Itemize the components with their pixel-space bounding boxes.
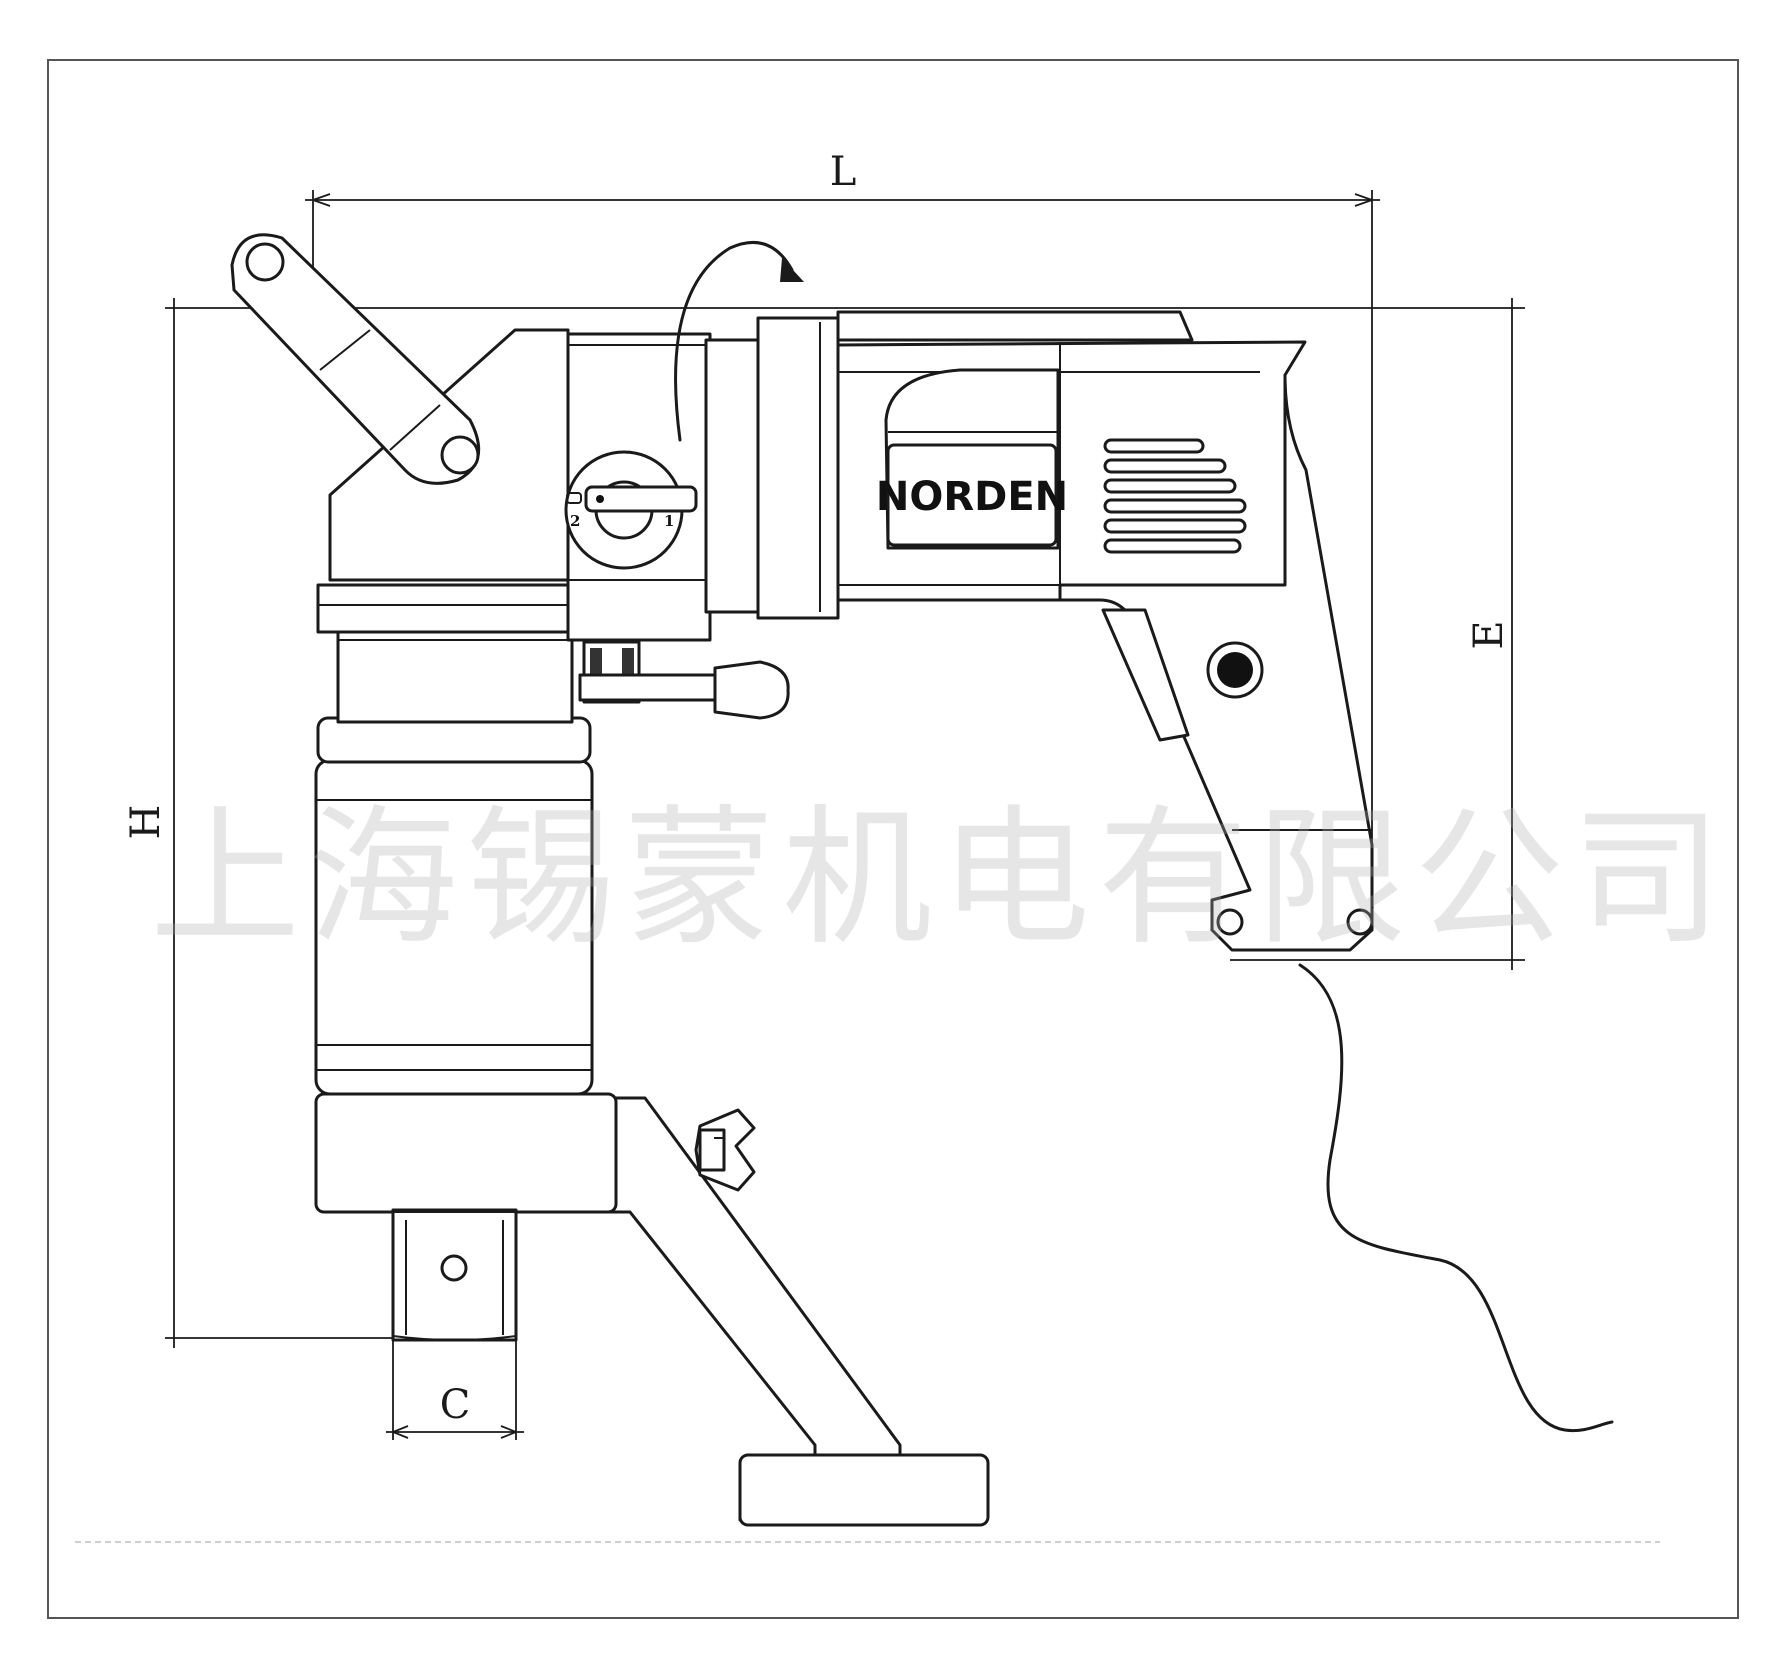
motor-housing: [836, 310, 1307, 602]
dimension-label-c: C: [440, 1382, 471, 1428]
selector-label-1: 1: [664, 512, 674, 530]
gearbox-body: [314, 630, 594, 1096]
ventilation-slots: [1103, 438, 1247, 554]
power-cord: [1298, 963, 1614, 1433]
lifting-arm: [230, 233, 480, 485]
dimension-label-e: E: [1466, 620, 1512, 649]
dimension-label-h: H: [123, 805, 169, 840]
pistol-grip: [1058, 373, 1374, 952]
side-handle: [578, 640, 790, 720]
drawing-frame: [47, 59, 1739, 1619]
selector-label-2: 2: [570, 512, 580, 530]
brand-label: NORDEN: [876, 474, 1068, 520]
watermark-text: 上海锡蒙机电有限公司: [150, 792, 1730, 966]
reaction-arm: [314, 1092, 990, 1527]
square-drive: [380, 1208, 528, 1342]
dimension-label-l: L: [830, 149, 857, 195]
rotation-arrow: [674, 240, 804, 442]
direction-selector: [564, 450, 698, 570]
